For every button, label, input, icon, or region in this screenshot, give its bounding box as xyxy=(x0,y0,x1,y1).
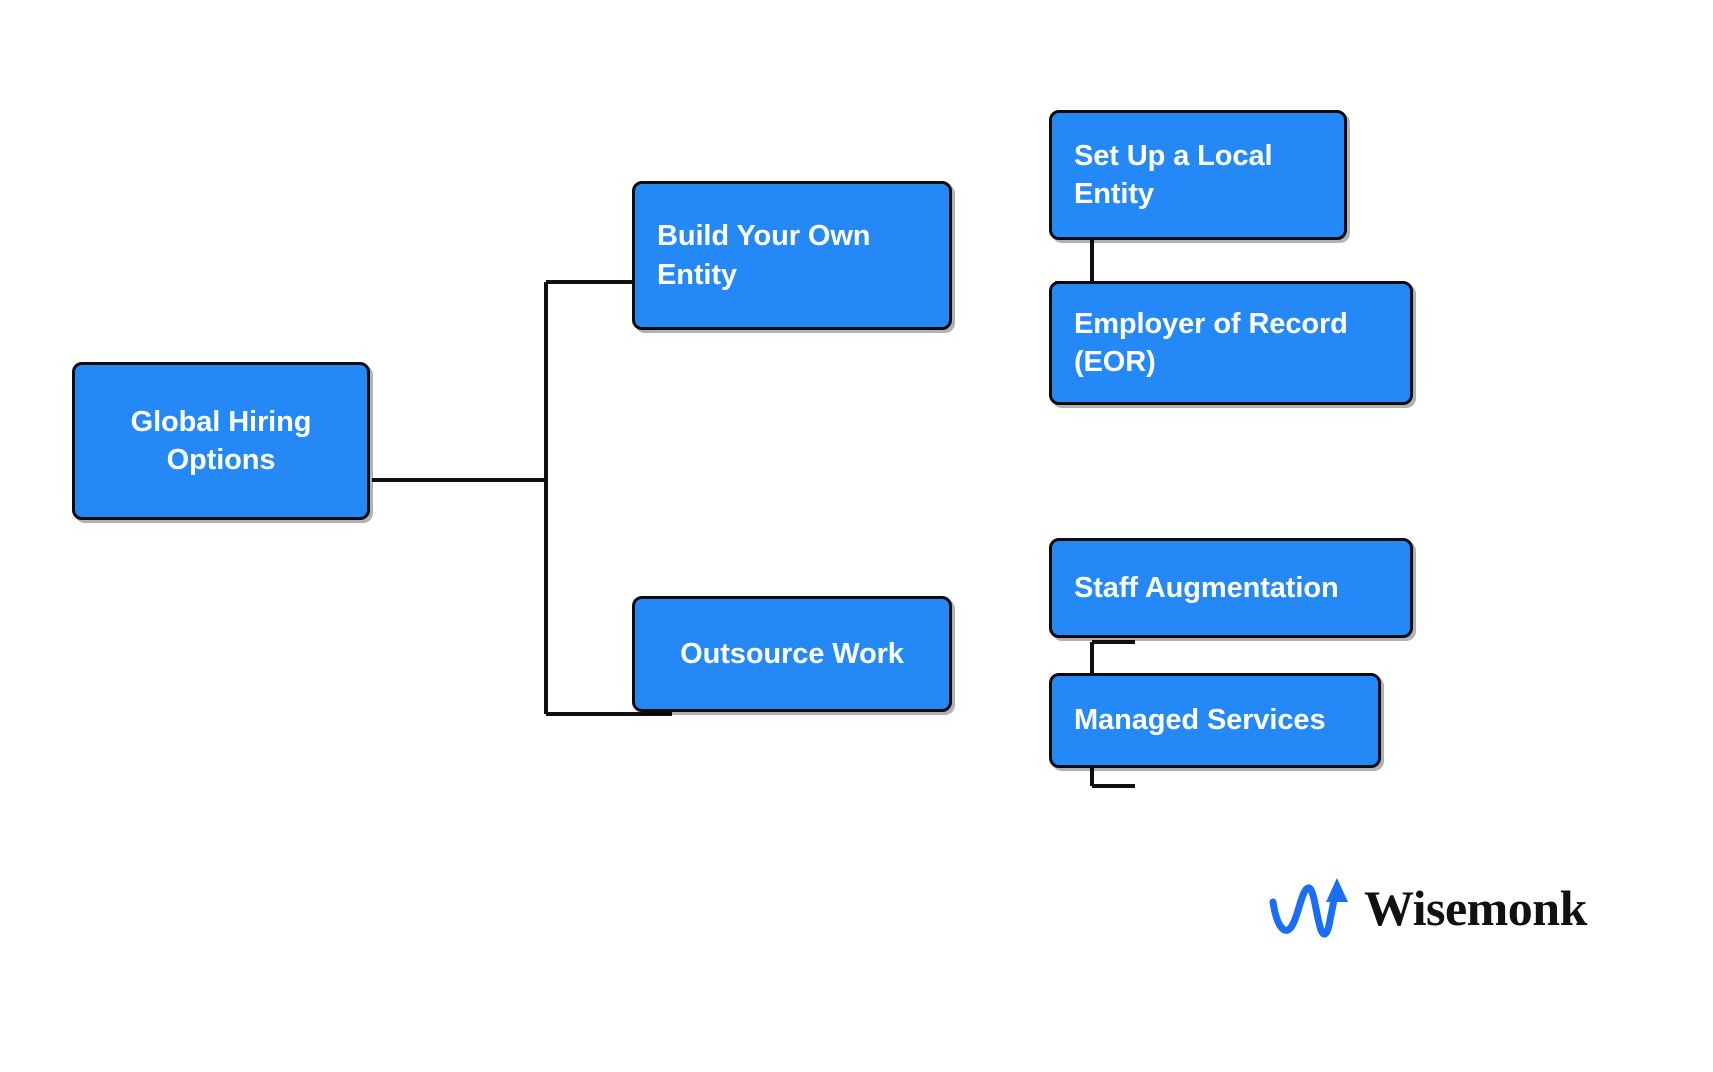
node-set-up-a-local-entity[interactable]: Set Up a Local Entity xyxy=(1049,110,1347,240)
wisemonk-logo: Wisemonk xyxy=(1268,876,1587,940)
node-label: Global Hiring Options xyxy=(130,405,312,476)
node-employer-of-record[interactable]: Employer of Record (EOR) xyxy=(1049,281,1413,405)
node-label: Staff Augmentation xyxy=(1074,571,1339,604)
node-staff-augmentation[interactable]: Staff Augmentation xyxy=(1049,538,1413,638)
node-build-your-own-entity[interactable]: Build Your Own Entity xyxy=(632,181,952,330)
node-global-hiring-options[interactable]: Global Hiring Options xyxy=(72,362,370,520)
logo-wordmark: Wisemonk xyxy=(1364,880,1587,936)
node-label: Outsource Work xyxy=(680,637,904,670)
node-label: Build Your Own Entity xyxy=(657,220,871,291)
node-outsource-work[interactable]: Outsource Work xyxy=(632,596,952,712)
node-label: Employer of Record (EOR) xyxy=(1074,307,1348,378)
node-managed-services[interactable]: Managed Services xyxy=(1049,673,1381,768)
node-label: Set Up a Local Entity xyxy=(1074,139,1273,210)
node-label: Managed Services xyxy=(1074,704,1326,737)
zigzag-arrow-icon xyxy=(1269,878,1348,938)
